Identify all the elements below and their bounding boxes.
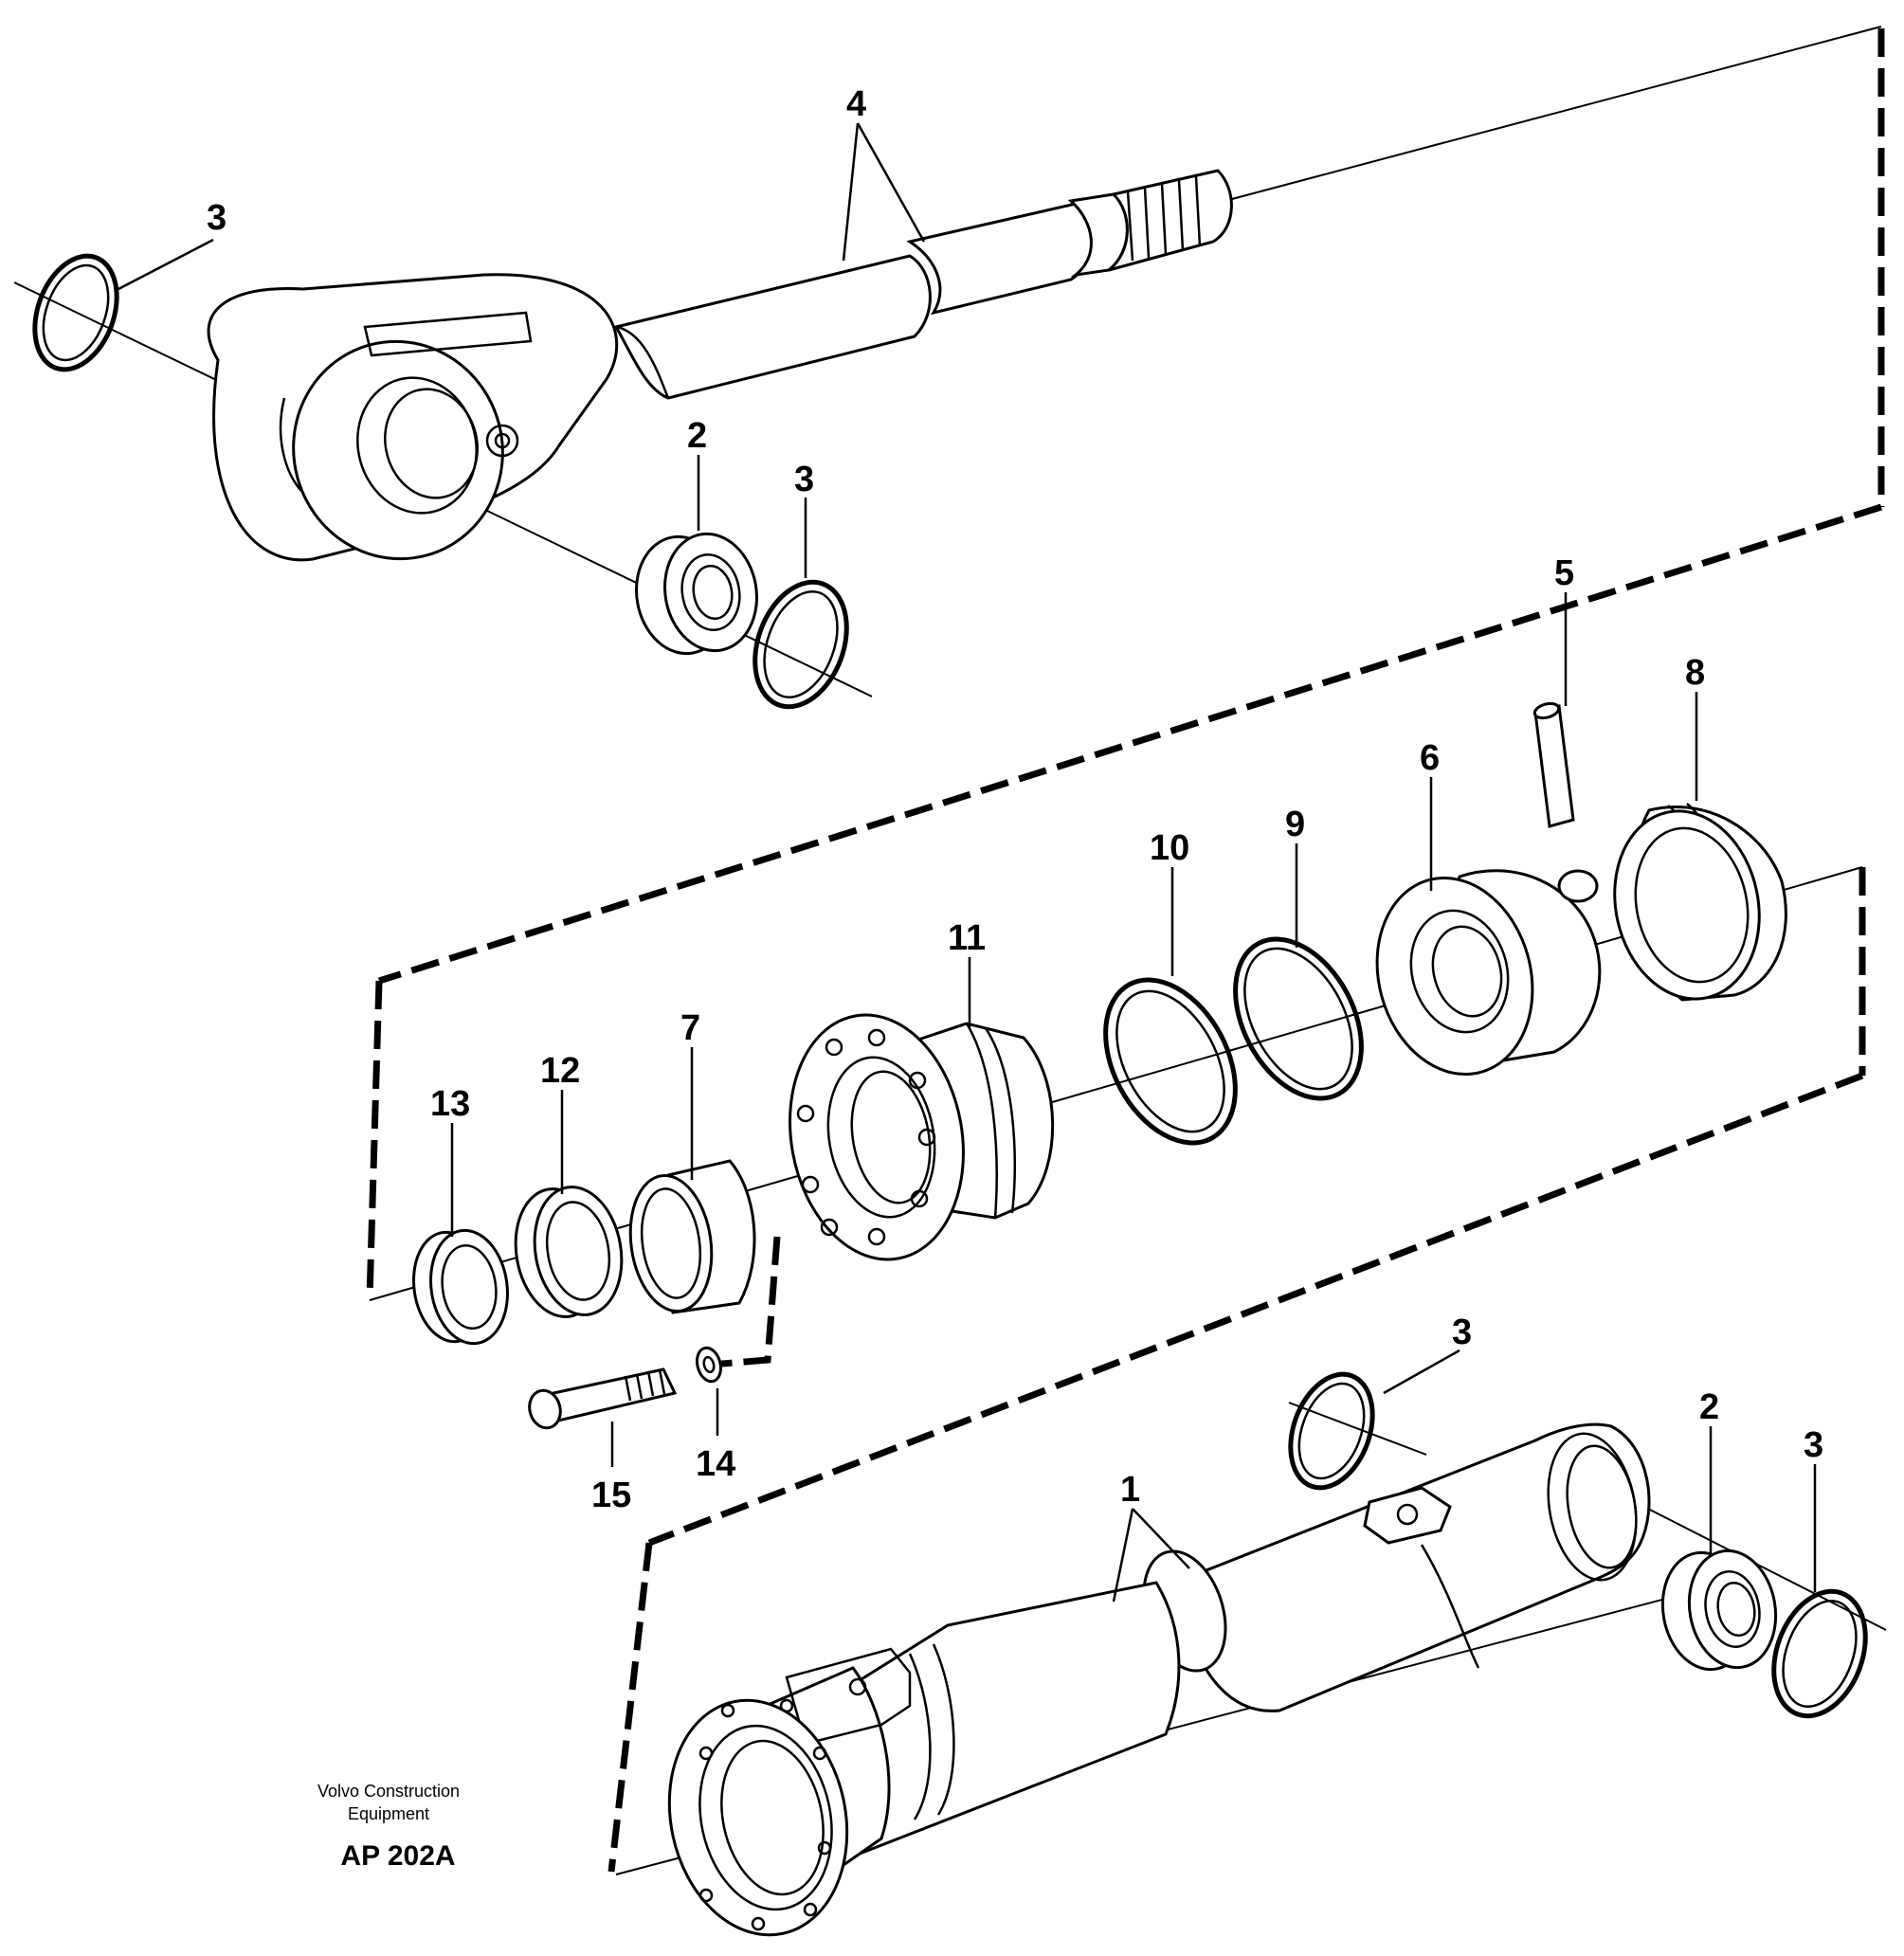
part-11-cylinder-head (789, 1013, 1055, 1261)
cylinder-tube (667, 1422, 1651, 1937)
piston-rod (613, 169, 1233, 400)
callout-ring-10: 10 (1150, 828, 1189, 868)
part-6-piston (1375, 869, 1602, 1077)
callout-seal-13: 13 (430, 1084, 470, 1124)
callout-cylinder-head: 11 (948, 918, 986, 958)
credit-line-2: Equipment (348, 1804, 429, 1823)
group-outline-dashed (366, 28, 1885, 1873)
circlip-bottom-right (1771, 1588, 1868, 1719)
part-9-ring (1233, 936, 1364, 1101)
part-12-seal (514, 1186, 624, 1318)
part-13-seal (412, 1228, 509, 1346)
part-7-bushing (628, 1159, 756, 1314)
callout-tube-circlip-left: 3 (1452, 1313, 1472, 1352)
piston-rod-eye-assembly (32, 169, 1233, 710)
callout-seal-12: 12 (540, 1051, 580, 1091)
circlip-bottom-left (1288, 1371, 1375, 1491)
circlip-top-right (753, 579, 849, 710)
callout-numbers: 3 4 2 3 5 8 6 9 10 11 7 12 13 15 14 3 2 … (207, 84, 1823, 1515)
callout-piston: 6 (1420, 738, 1440, 778)
drawing-code: AP 202A (340, 1840, 455, 1872)
circlip-left (32, 253, 119, 372)
rod-eye (207, 273, 619, 562)
callout-ring-9: 9 (1285, 805, 1305, 844)
callout-piston-rod: 4 (846, 84, 866, 124)
part-5-pin (1532, 701, 1575, 828)
callout-cylinder-tube: 1 (1120, 1470, 1140, 1510)
part-8-nut (1613, 803, 1787, 1002)
credit-line-1: Volvo Construction (317, 1782, 460, 1801)
callout-screw: 15 (591, 1476, 631, 1515)
callout-rod-bearing: 2 (687, 416, 707, 456)
spherical-bearing-bottom (1660, 1548, 1778, 1672)
callout-tube-circlip-right: 3 (1804, 1425, 1823, 1465)
callout-washer: 14 (696, 1444, 735, 1484)
credit-block: Volvo Construction Equipment AP 202A (317, 1782, 460, 1872)
leader-lines (118, 122, 1817, 1603)
piston-guide-parts (412, 701, 1787, 1430)
callout-tube-bearing: 2 (1699, 1387, 1719, 1427)
callout-rod-circlip-right: 3 (794, 460, 814, 499)
cylinder-tube-assembly (667, 1371, 1868, 1937)
part-15-screw (528, 1367, 678, 1430)
callout-bushing: 7 (680, 1008, 700, 1048)
part-14-washer (696, 1346, 722, 1384)
callout-pin: 5 (1554, 553, 1574, 593)
callout-nut: 8 (1685, 653, 1705, 693)
part-10-ring (1103, 977, 1238, 1146)
callout-rod-circlip-left: 3 (207, 198, 227, 238)
spherical-bearing-top (635, 532, 758, 656)
